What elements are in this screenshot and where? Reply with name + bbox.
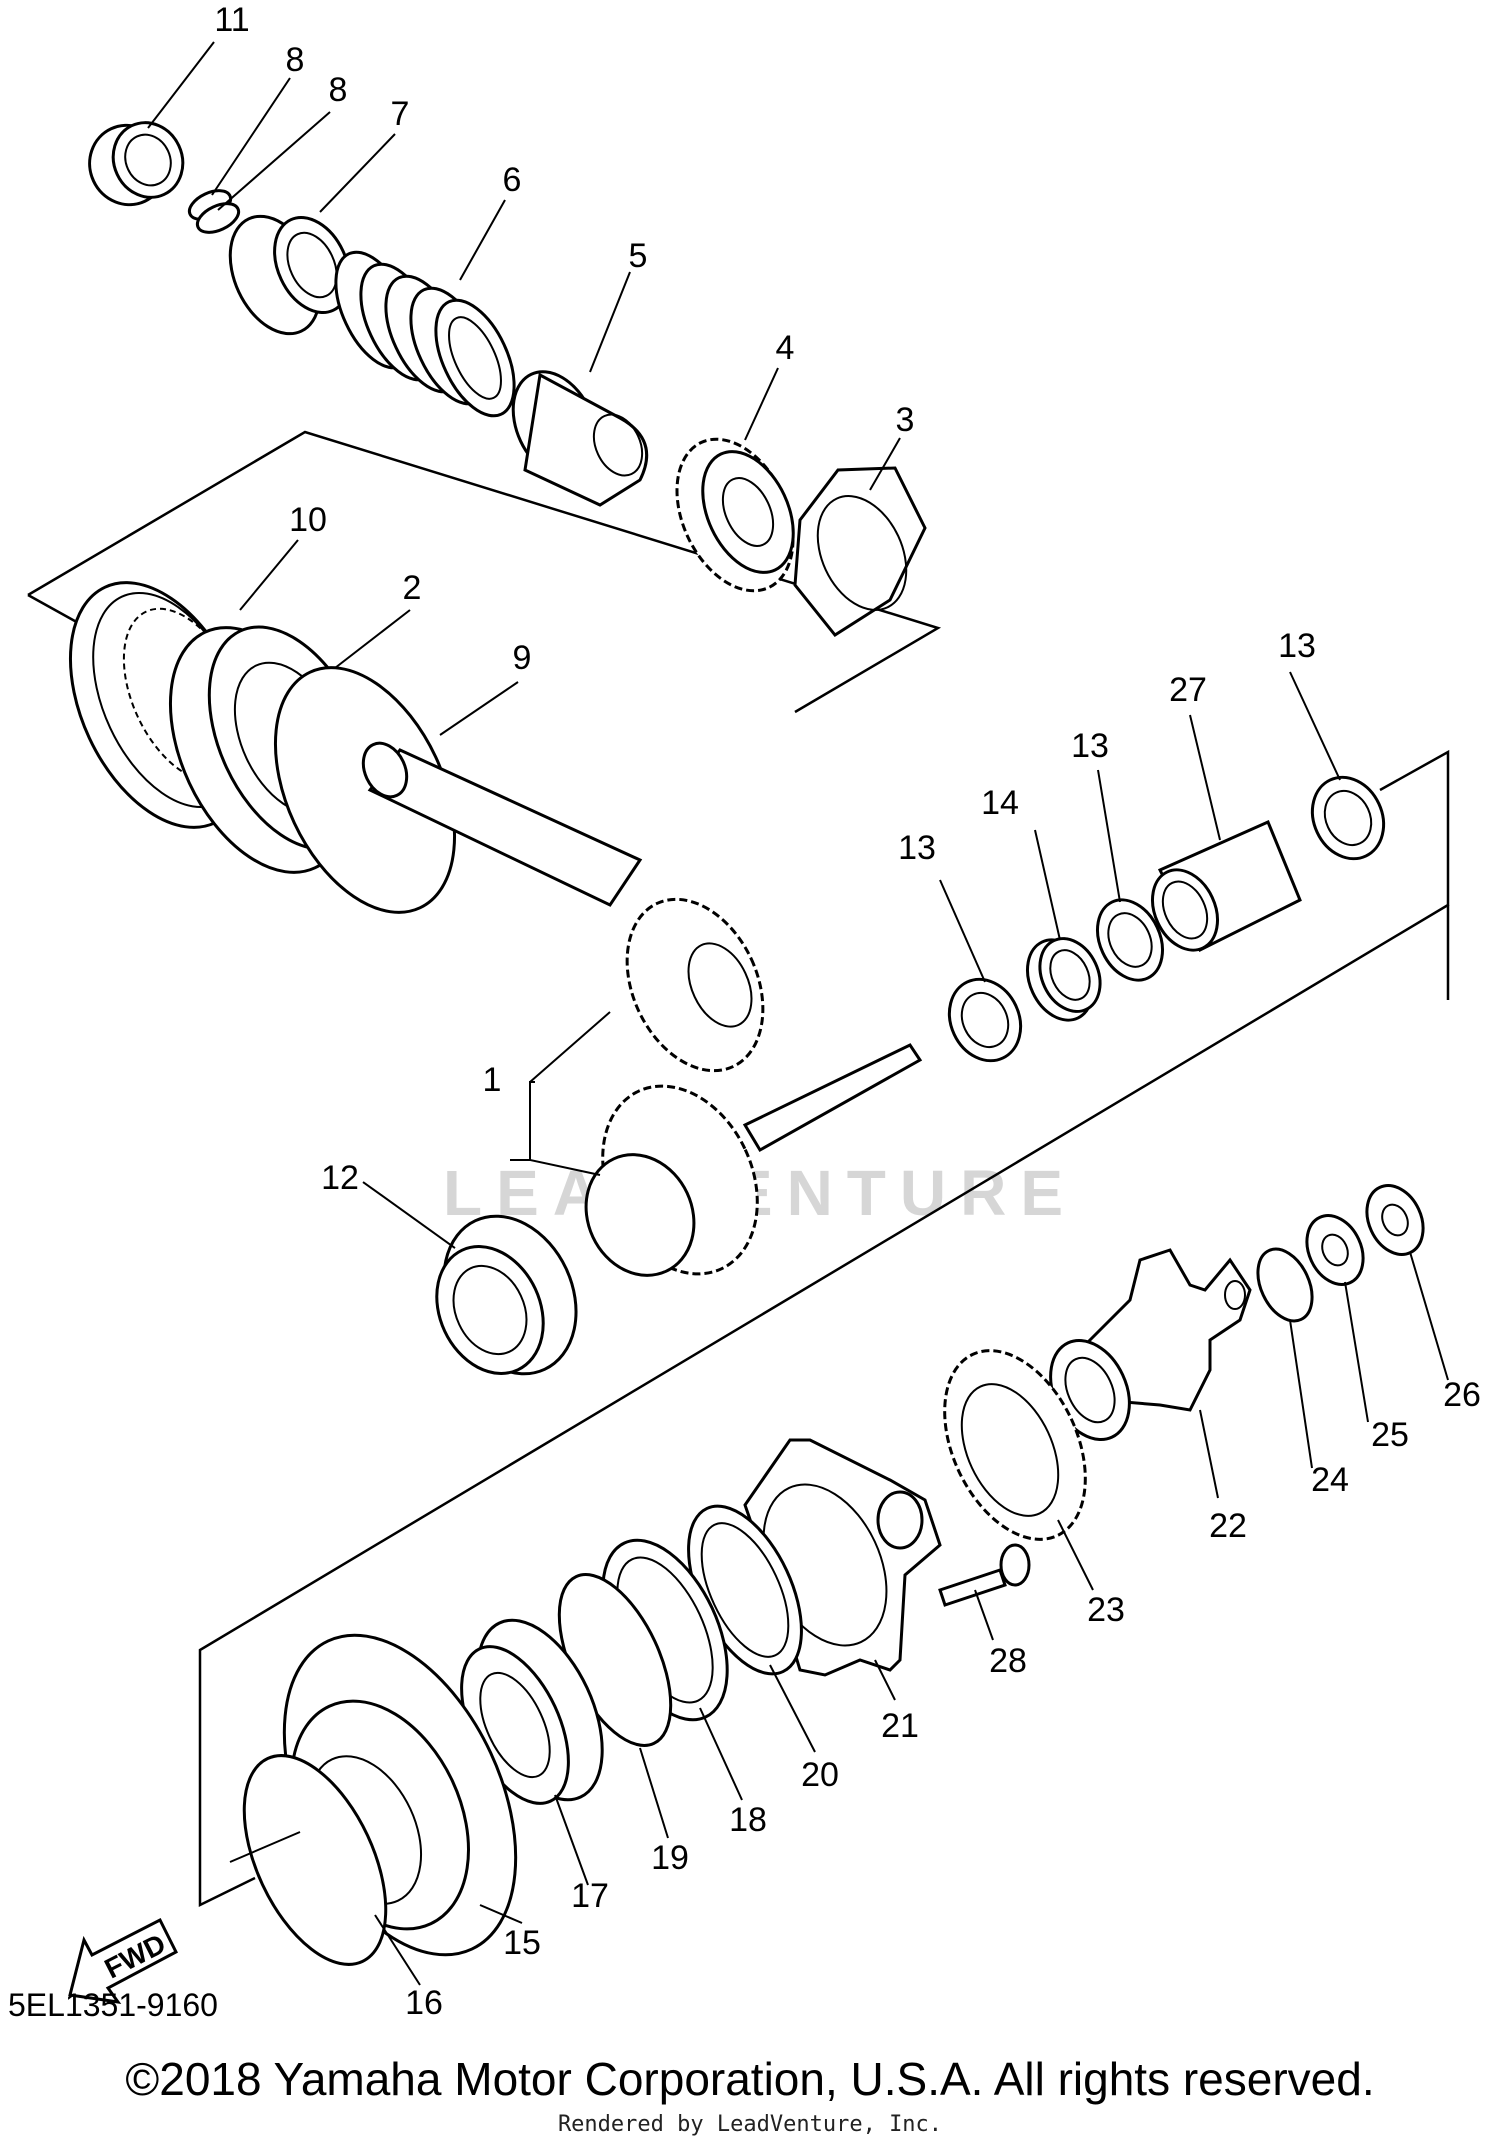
callout-24: 24 (1311, 1461, 1349, 1499)
callout-8b: 8 (329, 71, 348, 109)
part-4-gear (675, 437, 795, 593)
callout-1: 1 (483, 1061, 502, 1099)
callout-23: 23 (1087, 1591, 1125, 1629)
callout-15: 15 (503, 1924, 541, 1962)
callout-8a: 8 (286, 41, 305, 79)
part-11-needle-bearing (88, 121, 185, 207)
copyright-notice: ©2018 Yamaha Motor Corporation, U.S.A. A… (125, 2053, 1375, 2105)
part-16-o-ring (242, 1754, 388, 1966)
callout-17: 17 (571, 1877, 609, 1915)
callout-26: 26 (1443, 1376, 1481, 1414)
callout-19: 19 (651, 1839, 689, 1877)
callout-14: 14 (981, 784, 1019, 822)
part-7-collar (228, 214, 351, 336)
callout-4: 4 (776, 329, 795, 367)
part-23-gear (943, 1349, 1087, 1541)
part-6-spring (334, 250, 516, 418)
part-8-circlips (187, 189, 241, 234)
callout-5: 5 (629, 237, 648, 275)
callout-21: 21 (881, 1707, 919, 1745)
diagram-part-code: 5EL1351-9160 (8, 1987, 218, 2023)
callout-16: 16 (405, 1984, 443, 2022)
callout-10: 10 (289, 501, 327, 539)
part-14-collar (1026, 937, 1102, 1022)
callout-11: 11 (214, 1, 249, 39)
leader-lines (147, 41, 1449, 1986)
upper-frame-edge (27, 593, 83, 627)
callout-7: 7 (391, 95, 410, 133)
part-25-washer (1305, 1214, 1365, 1286)
part-27-spacer (1151, 820, 1302, 953)
callout-2: 2 (403, 569, 422, 607)
callout-labels: 11 8 8 7 6 5 4 3 10 2 9 1 12 13 14 13 27… (214, 1, 1481, 2022)
callout-6: 6 (503, 161, 522, 199)
callout-18: 18 (729, 1801, 767, 1839)
watermark: LEADVENTURE (443, 1157, 1077, 1229)
part-24-o-ring (1256, 1247, 1314, 1323)
part-1-drive-shaft-gear-set (361, 741, 923, 1277)
callout-12: 12 (321, 1159, 359, 1197)
callout-13c: 13 (1278, 627, 1316, 665)
callout-20: 20 (801, 1756, 839, 1794)
part-3-nut (793, 466, 927, 637)
upper-assembly-frame (27, 430, 942, 714)
part-22-yoke (1049, 1248, 1252, 1442)
callout-9: 9 (513, 639, 532, 677)
callout-13b: 13 (1071, 727, 1109, 765)
part-28-bolt (938, 1543, 1031, 1607)
callout-13a: 13 (898, 829, 936, 867)
callout-22: 22 (1209, 1507, 1247, 1545)
part-5-clutch-dog (511, 370, 649, 507)
lower-assembly-frame (198, 749, 1450, 1908)
callout-27: 27 (1169, 671, 1207, 709)
part-12-needle-bearing (435, 1214, 578, 1376)
rendered-by-credit: Rendered by LeadVenture, Inc. (557, 2112, 943, 2137)
part-13-washers (947, 775, 1386, 1063)
part-9-shim (273, 666, 457, 914)
part-26-nut (1365, 1184, 1425, 1256)
callout-3: 3 (896, 401, 915, 439)
callout-25: 25 (1371, 1416, 1409, 1454)
callout-28: 28 (989, 1642, 1027, 1680)
